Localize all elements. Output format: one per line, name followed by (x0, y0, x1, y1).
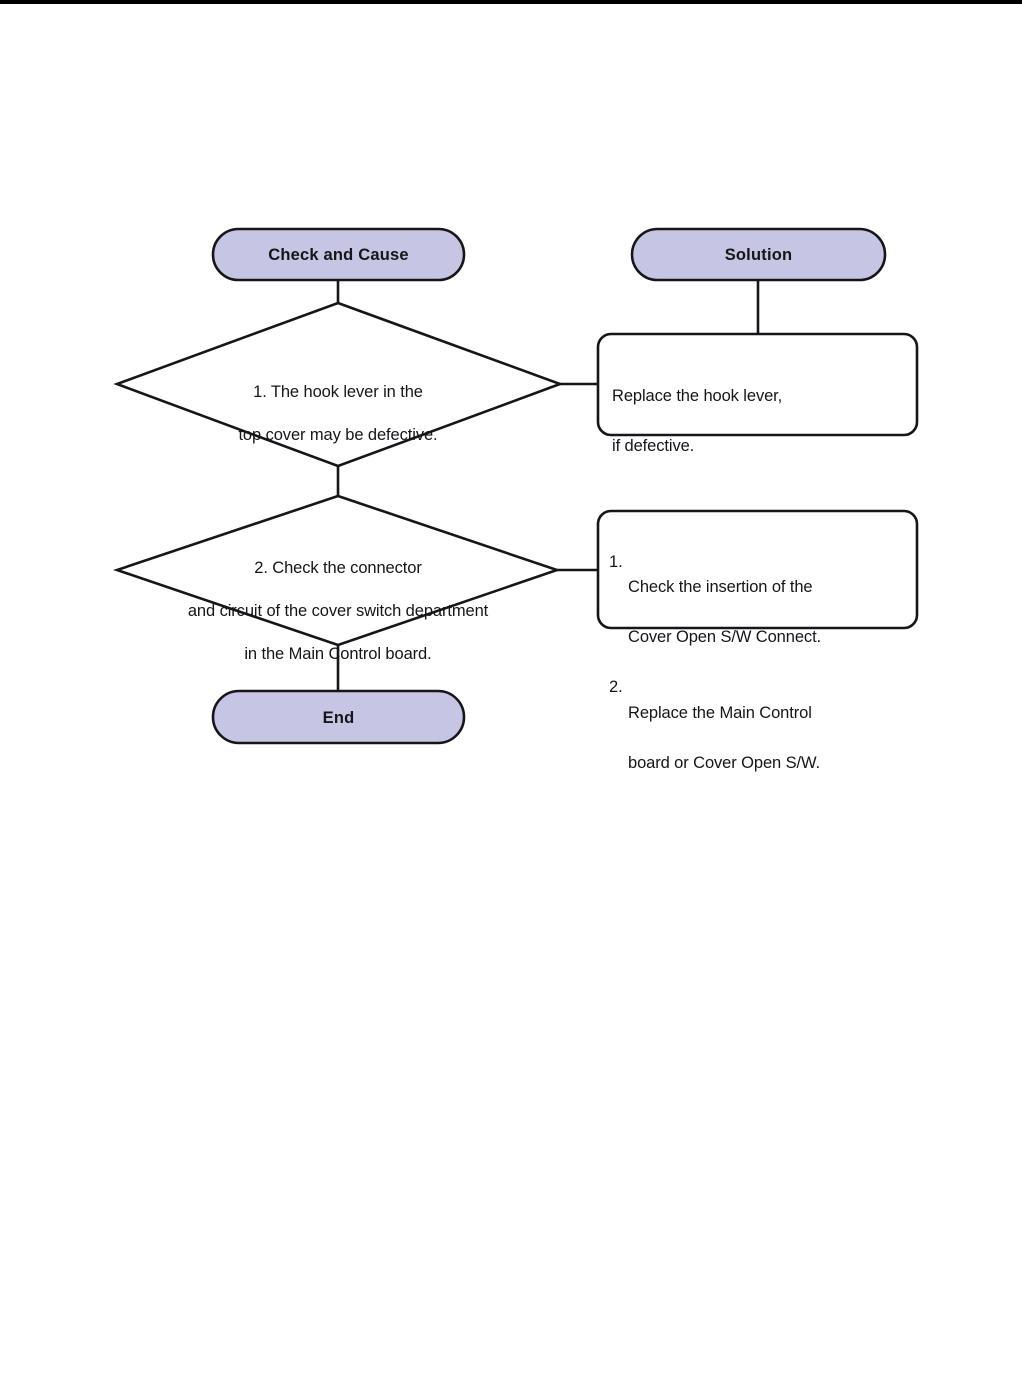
terminator-end-label: End (322, 709, 355, 727)
decision-2-label-line1: 2. Check the connector (254, 559, 422, 578)
action-2-list-item: 2. Replace the Main Control board or Cov… (609, 675, 909, 775)
terminator-solution-shape (630, 227, 887, 282)
action-2-item-1-marker: 1. (609, 553, 623, 572)
decision-1-label-line2: top cover may be defective. (238, 426, 438, 445)
action-2-item-1-body: Check the insertion of the Cover Open S/… (628, 550, 909, 650)
action-2-item-2-line1: Replace the Main Control (628, 703, 812, 722)
decision-2-label-line2: and circuit of the cover switch departme… (187, 602, 489, 621)
action-2-item-2-line2: board or Cover Open S/W. (628, 753, 821, 772)
terminator-check-and-cause-shape (211, 227, 466, 282)
action-2-text: 1. Check the insertion of the Cover Open… (609, 525, 909, 801)
action-2-list-item: 1. Check the insertion of the Cover Open… (609, 550, 909, 650)
action-2-item-1-line2: Cover Open S/W Connect. (628, 628, 822, 647)
action-1-text: Replace the hook lever, if defective. (612, 359, 908, 484)
action-1-shape (596, 332, 919, 437)
action-1-line1: Replace the hook lever, (612, 387, 783, 406)
decision-1-label-line1: 1. The hook lever in the (253, 383, 423, 402)
terminator-solution-label: Solution (724, 246, 793, 264)
terminator-end-shape (211, 689, 466, 745)
decision-2-label: 2. Check the connector and circuit of th… (128, 537, 548, 687)
action-2-item-2-marker: 2. (609, 678, 623, 697)
decision-2-shape (112, 494, 562, 647)
action-2-item-2-body: Replace the Main Control board or Cover … (628, 675, 909, 775)
page-top-rule (0, 0, 1022, 4)
terminator-check-and-cause-label: Check and Cause (268, 246, 409, 264)
action-2-item-1-line1: Check the insertion of the (628, 578, 813, 597)
action-1-line2: if defective. (612, 437, 695, 456)
decision-1-label: 1. The hook lever in the top cover may b… (138, 361, 538, 468)
decision-2-label-line3: in the Main Control board. (244, 645, 432, 664)
decision-1-shape (113, 301, 564, 468)
action-2-shape (596, 509, 919, 630)
